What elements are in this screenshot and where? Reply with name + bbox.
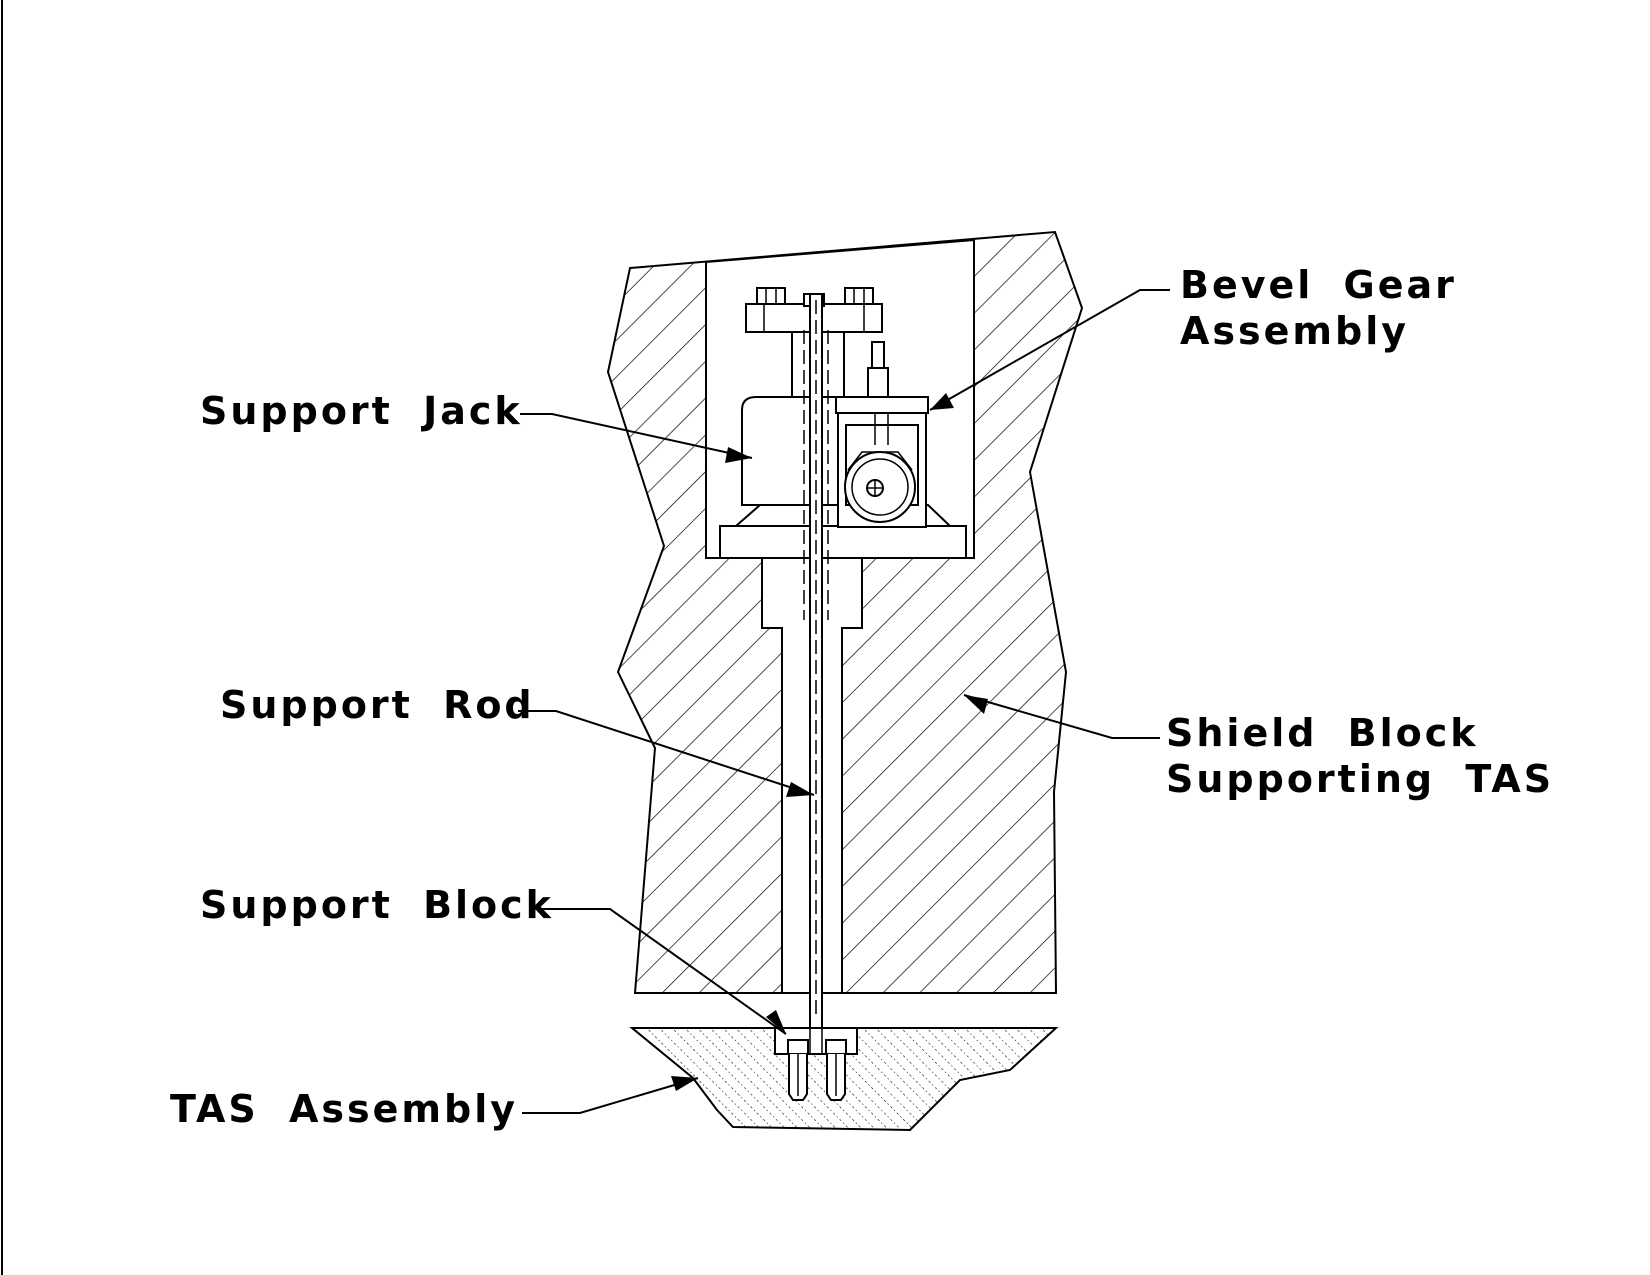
support-jack [719, 287, 967, 559]
label-support-jack: Support Jack [200, 389, 523, 433]
label-tas-assembly: TAS Assembly [170, 1087, 518, 1131]
label-shield-block-line2: Supporting TAS [1166, 757, 1554, 801]
leader-support-rod [518, 710, 815, 797]
support-block [774, 1027, 858, 1101]
support-rod [803, 293, 829, 1029]
leader-tas-assembly [522, 1076, 699, 1114]
leader-bevel-gear [929, 289, 1170, 411]
label-bevel-gear-line1: Bevel Gear [1180, 263, 1457, 307]
leader-support-block [536, 908, 787, 1035]
leader-support-jack [520, 413, 753, 463]
leader-shield-block [963, 694, 1160, 739]
label-support-rod: Support Rod [220, 683, 535, 727]
label-support-block: Support Block [200, 883, 554, 927]
label-shield-block-line1: Shield Block [1166, 711, 1479, 755]
label-bevel-gear-line2: Assembly [1180, 309, 1409, 353]
